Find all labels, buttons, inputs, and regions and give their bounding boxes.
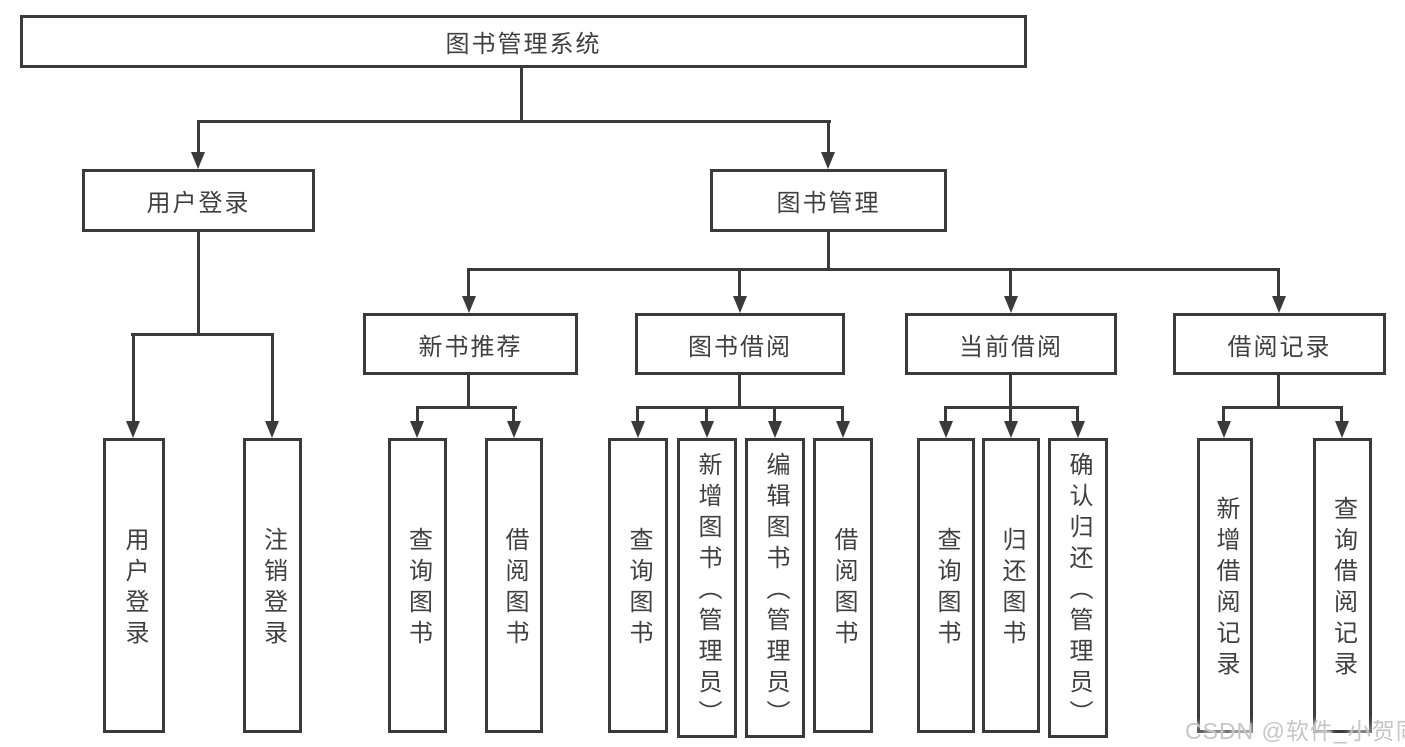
connector-line [520,68,523,123]
leaf-query-books-borrowing: 查询图书 [608,438,668,733]
connector-line [827,120,830,154]
connector-line [132,333,135,422]
arrow-down-icon [265,421,279,438]
node-borrowing-records: 借阅记录 [1173,313,1386,375]
leaf-borrow-books-borrowing: 借阅图书 [813,438,873,733]
connector-line [773,406,776,423]
connector-line [1277,268,1280,298]
arrow-down-icon [191,152,205,169]
leaf-add-book-admin: 新增图书（管理员） [677,438,737,738]
connector-line [738,268,741,298]
arrow-down-icon [1004,421,1018,438]
arrow-down-icon [126,421,140,438]
connector-line [416,406,419,423]
connector-line [1277,375,1280,409]
arrow-down-icon [1335,421,1349,438]
node-user-login: 用户登录 [82,169,315,232]
connector-line [738,375,741,409]
connector-line [1340,406,1343,423]
watermark: CSDN @软件_小贺同学 [1185,718,1405,744]
connector-line [131,333,274,336]
connector-line [197,120,831,123]
node-book-management-system: 图书管理系统 [20,15,1027,68]
arrow-down-icon [1004,296,1018,313]
arrow-down-icon [1217,421,1231,438]
connector-line [416,406,517,409]
connector-line [827,232,830,271]
connector-line [705,406,708,423]
connector-line [467,268,470,298]
node-book-borrowing: 图书借阅 [635,313,845,375]
connector-line [636,406,639,423]
leaf-edit-book-admin: 编辑图书（管理员） [745,438,805,738]
leaf-query-books-recommend: 查询图书 [388,438,447,733]
leaf-add-borrow-record: 新增借阅记录 [1197,438,1253,733]
node-current-borrowing: 当前借阅 [905,313,1117,375]
connector-line [944,406,947,423]
connector-line [197,120,200,154]
connector-line [841,406,844,423]
connector-line [1009,268,1012,298]
connector-line [1222,406,1225,423]
connector-line [1222,406,1343,409]
arrow-down-icon [768,421,782,438]
connector-line [467,375,470,409]
leaf-query-books-current: 查询图书 [917,438,975,733]
connector-line [512,406,515,423]
connector-line [1009,406,1012,423]
arrow-down-icon [462,296,476,313]
connector-line [1076,406,1079,423]
arrow-down-icon [733,296,747,313]
arrow-down-icon [836,421,850,438]
node-new-book-recommendation: 新书推荐 [363,313,578,375]
arrow-down-icon [507,421,521,438]
arrow-down-icon [821,152,835,169]
connector-line [1009,375,1012,409]
arrow-down-icon [631,421,645,438]
arrow-down-icon [410,421,424,438]
leaf-query-borrow-record: 查询借阅记录 [1313,438,1372,733]
arrow-down-icon [1071,421,1085,438]
connector-line [197,232,200,336]
leaf-user-login: 用户登录 [103,438,165,733]
connector-line [271,333,274,422]
arrow-down-icon [939,421,953,438]
arrow-down-icon [700,421,714,438]
leaf-borrow-books-recommend: 借阅图书 [485,438,543,733]
arrow-down-icon [1272,296,1286,313]
node-book-management: 图书管理 [710,169,947,232]
leaf-confirm-return-admin: 确认归还（管理员） [1048,438,1108,738]
leaf-logout: 注销登录 [243,438,302,733]
leaf-return-books: 归还图书 [982,438,1040,733]
connector-line [467,268,1280,271]
connector-line [636,406,844,409]
